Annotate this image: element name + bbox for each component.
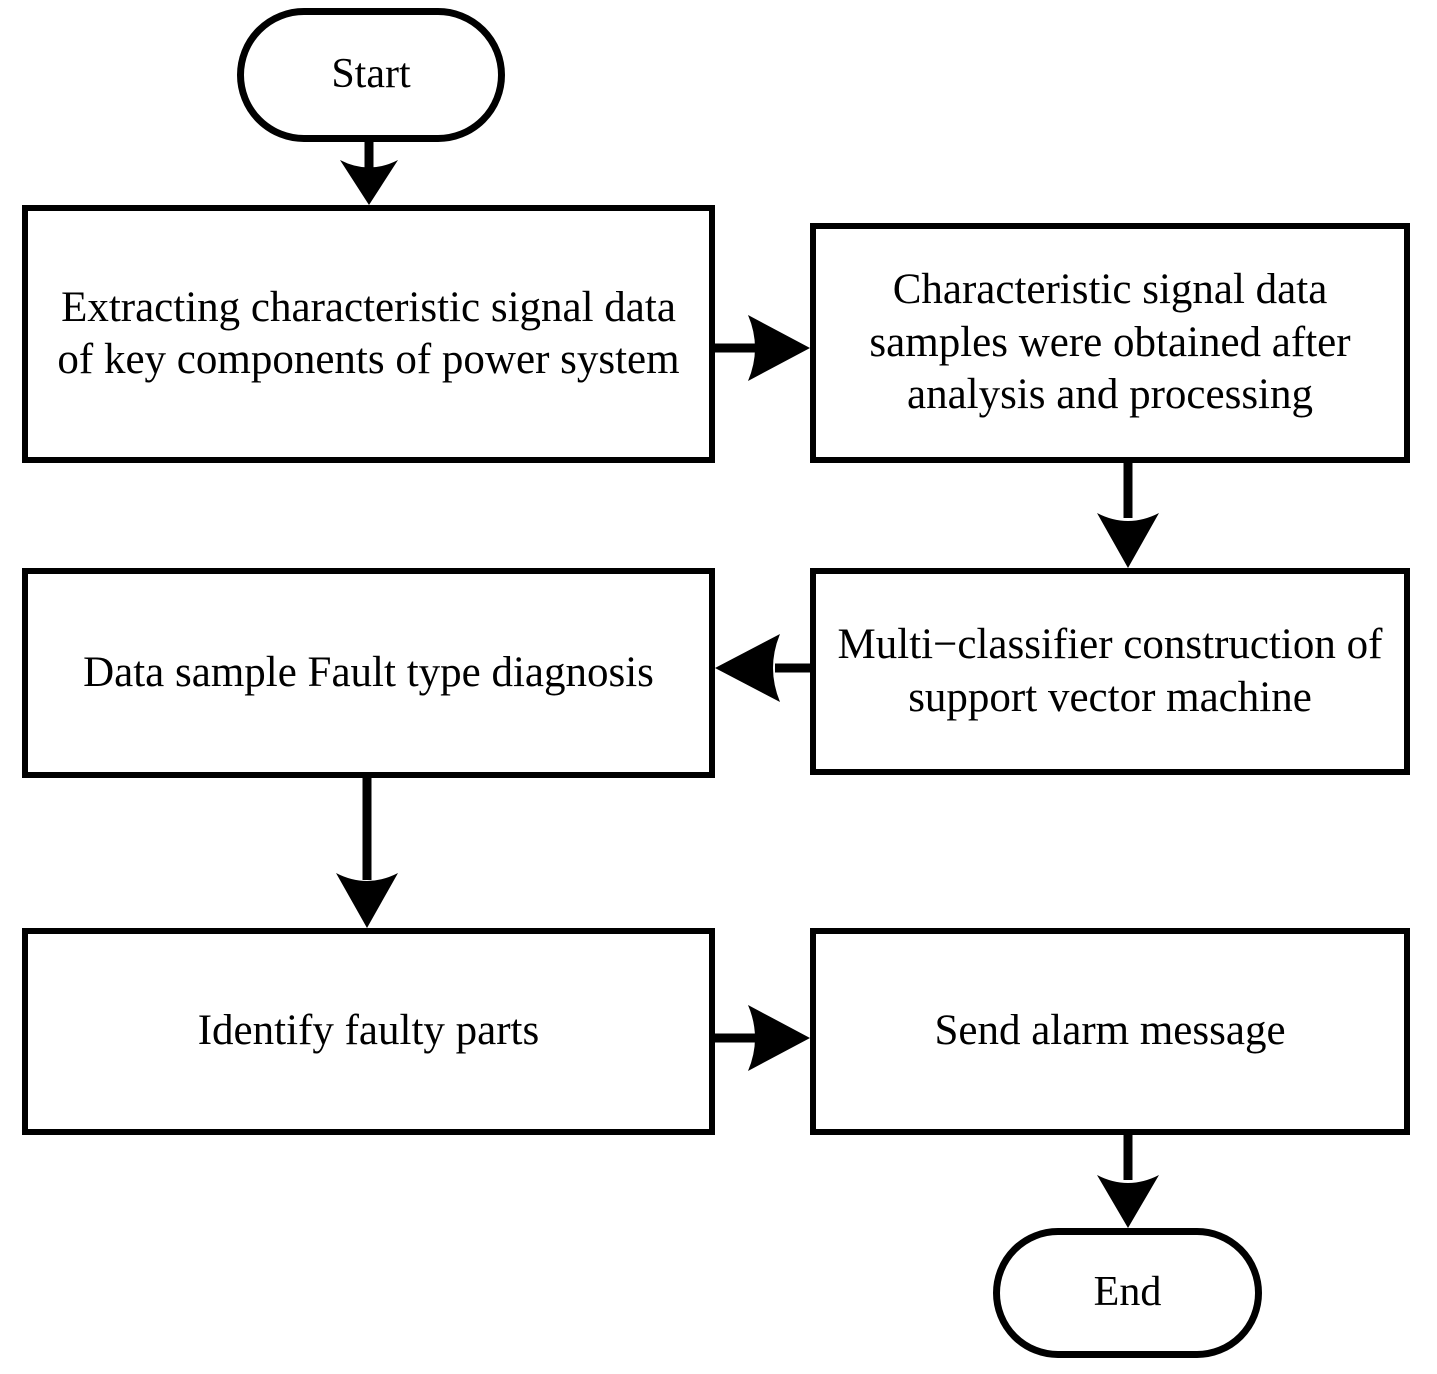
node-send-alarm-message[interactable]: Send alarm message	[810, 928, 1410, 1135]
node-signal-data-samples-label: Characteristic signal data samples were …	[869, 266, 1351, 419]
connector-identify-to-alarm	[715, 1005, 810, 1071]
connector-diagnosis-to-identify	[336, 778, 398, 928]
node-svm-multi-classifier-label: Multi−classifier construction of support…	[837, 621, 1383, 721]
node-signal-data-samples[interactable]: Characteristic signal data samples were …	[810, 223, 1410, 463]
node-send-alarm-message-label: Send alarm message	[934, 1007, 1286, 1055]
node-identify-faulty-parts[interactable]: Identify faulty parts	[22, 928, 715, 1135]
node-fault-type-diagnosis-label: Data sample Fault type diagnosis	[83, 648, 654, 696]
node-svm-multi-classifier[interactable]: Multi−classifier construction of support…	[810, 568, 1410, 775]
connector-start-to-extract	[340, 140, 398, 205]
node-start[interactable]: Start	[237, 8, 505, 142]
node-fault-type-diagnosis[interactable]: Data sample Fault type diagnosis	[22, 568, 715, 778]
node-extract-signal-data-label: Extracting characteristic signal data of…	[57, 283, 680, 383]
node-extract-signal-data[interactable]: Extracting characteristic signal data of…	[22, 205, 715, 463]
connector-samples-to-svm	[1097, 463, 1159, 568]
connector-alarm-to-end	[1097, 1135, 1159, 1228]
node-identify-faulty-parts-label: Identify faulty parts	[197, 1007, 540, 1055]
node-start-label: Start	[331, 51, 411, 98]
node-end[interactable]: End	[993, 1228, 1262, 1358]
node-end-label: End	[1093, 1269, 1162, 1316]
connector-extract-to-samples	[715, 315, 810, 381]
connector-svm-to-diagnosis	[715, 634, 810, 702]
